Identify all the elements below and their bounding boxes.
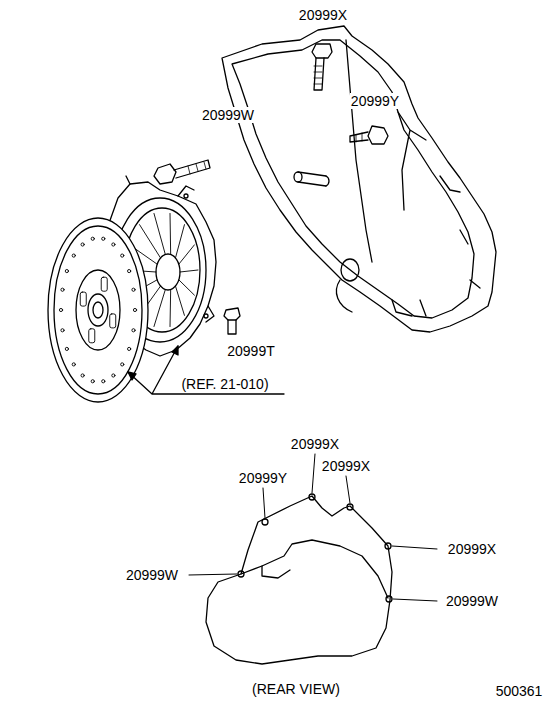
callout-number: 20999Y	[350, 93, 400, 109]
damper-spring	[80, 292, 86, 306]
diaphragm-finger	[175, 225, 184, 258]
callout-number: 20999Y	[238, 470, 288, 486]
damper-spring	[101, 277, 107, 291]
transmission-housing	[222, 26, 496, 332]
disc-rivet	[65, 269, 68, 272]
disc-rivet	[133, 308, 136, 311]
diaphragm-finger	[179, 245, 195, 264]
callout-number: 20999W	[201, 107, 255, 123]
bolt-w	[154, 160, 210, 184]
disc-rivets-springs	[59, 237, 136, 383]
callout-number: 20999X	[298, 7, 348, 23]
damper-spring	[110, 314, 116, 328]
disc-rivet	[128, 347, 131, 350]
diaphragm-finger	[140, 225, 161, 258]
disc-rivet	[72, 363, 75, 366]
callout-number: 20999X	[447, 541, 497, 557]
figure-number: 500361	[495, 683, 544, 699]
bolt-holes	[238, 494, 392, 602]
disc-rivet	[81, 374, 84, 377]
disc-rivet	[112, 243, 115, 246]
diaphragm-finger	[179, 280, 195, 295]
diaphragm-finger	[175, 286, 184, 315]
reference-note: (REF. 21-010)	[180, 376, 269, 392]
disc-rivet	[59, 308, 62, 311]
callout-number: 20999W	[125, 567, 179, 583]
disc-rivet	[81, 243, 84, 246]
disc-rivet	[102, 380, 105, 383]
disc-rivet	[65, 347, 68, 350]
diaphragm-finger	[154, 213, 165, 254]
bolt-y	[350, 126, 388, 144]
rear-view-outline	[206, 496, 392, 664]
disc-rivet	[128, 269, 131, 272]
disc-rivet	[112, 374, 115, 377]
disc-rivet	[72, 254, 75, 257]
reference-arrow	[172, 346, 178, 355]
disc-rivet	[61, 329, 64, 332]
disc-rivet	[102, 237, 105, 240]
diaphragm-finger	[170, 290, 172, 327]
diaphragm-finger	[154, 290, 165, 327]
disc-rivet	[61, 288, 64, 291]
callout-number: 20999X	[290, 436, 340, 452]
disc-rivet	[132, 288, 135, 291]
diaphragm-finger	[180, 270, 198, 272]
callout-number: 20999X	[321, 458, 371, 474]
callout-number: 20999W	[445, 593, 499, 609]
reference-arrow	[128, 372, 136, 380]
bolt-t	[224, 308, 240, 334]
disc-rivet	[91, 380, 94, 383]
diaphragm-finger	[170, 213, 172, 254]
disc-rivet	[132, 329, 135, 332]
leader-lines	[189, 454, 437, 601]
callout-number: 20999T	[226, 343, 275, 359]
disc-rivet	[121, 254, 124, 257]
disc-rivet	[121, 363, 124, 366]
view-caption: (REAR VIEW)	[251, 681, 341, 697]
damper-spring	[89, 329, 95, 343]
clutch-disc	[48, 218, 148, 402]
bolt-x	[312, 44, 332, 90]
disc-rivet	[91, 237, 94, 240]
